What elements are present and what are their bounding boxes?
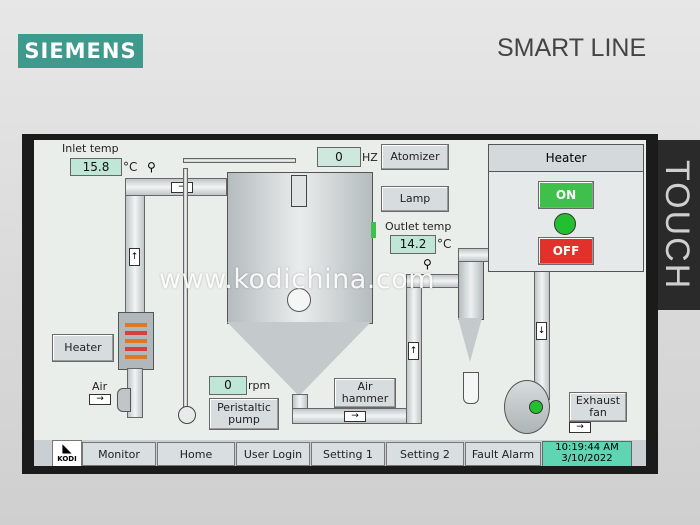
kodi-logo-text: KODI [57, 455, 77, 463]
heater-button[interactable]: Heater [52, 334, 114, 362]
side-label: TOUCH [654, 140, 700, 310]
heater-panel: Heater ON OFF [488, 144, 644, 272]
heater-off-button[interactable]: OFF [538, 237, 594, 265]
nav-fault-alarm[interactable]: Fault Alarm [465, 442, 541, 466]
inlet-temp-unit: °C [123, 160, 138, 174]
flow-arrow-right-icon: → [171, 182, 193, 193]
temperature-sensor-icon: ⚲ [423, 257, 432, 271]
atomizer-button[interactable]: Atomizer [381, 144, 449, 170]
model-name: SMART LINE [497, 34, 647, 62]
kodi-logo-icon: ◣ [62, 441, 72, 455]
outlet-temp-value: 14.2 [390, 235, 436, 254]
air-label: Air [92, 380, 108, 393]
fan-status-icon [529, 400, 543, 414]
sight-glass-icon [287, 288, 311, 312]
exhaust-arrow-icon: → [569, 422, 591, 433]
clock-time: 10:19:44 AM [555, 442, 619, 453]
lamp-button[interactable]: Lamp [381, 186, 449, 212]
atomizer-hz-value[interactable]: 0 [317, 147, 361, 167]
outlet-temp-unit: °C [437, 237, 452, 251]
pump-rpm-value[interactable]: 0 [209, 376, 247, 395]
flow-arrow-up-icon: ↑ [408, 342, 419, 360]
inlet-vertical-pipe [125, 178, 145, 315]
heater-on-button[interactable]: ON [538, 181, 594, 209]
atomizer-hz-unit: HZ [362, 151, 378, 164]
exhaust-fan-icon [504, 380, 550, 434]
collection-bottle-icon [463, 372, 479, 404]
outlet-temp-label: Outlet temp [385, 220, 452, 233]
heater-element-icon [118, 312, 154, 370]
cyclone-cone-icon [458, 318, 482, 362]
pump-rpm-unit: rpm [248, 379, 271, 392]
peristaltic-pump-icon [178, 406, 196, 424]
flow-arrow-right-icon: → [344, 411, 366, 422]
clock-date: 3/10/2022 [561, 453, 613, 464]
lamp-indicator-icon [371, 222, 376, 238]
nav-home[interactable]: Home [157, 442, 235, 466]
air-hammer-button[interactable]: Air hammer [334, 378, 396, 408]
kodi-logo: ◣ KODI [52, 440, 82, 466]
flow-arrow-up-icon: ↑ [129, 248, 140, 266]
temperature-sensor-icon: ⚲ [147, 160, 156, 174]
hmi-screen: → ↑ → ↑ ↓ Inlet temp 15.8 °C ⚲ 0 HZ Atom… [34, 140, 646, 466]
watermark: www.kodichina.com [159, 264, 436, 295]
flow-arrow-down-icon: ↓ [536, 322, 547, 340]
atomizer-head-icon [291, 175, 307, 207]
nav-monitor[interactable]: Monitor [82, 442, 156, 466]
feed-tube-top [183, 158, 296, 163]
nav-user-login[interactable]: User Login [236, 442, 310, 466]
heater-status-indicator [554, 213, 576, 235]
inlet-temp-value: 15.8 [70, 158, 122, 176]
heater-panel-title: Heater [489, 145, 643, 172]
clock-display: 10:19:44 AM 3/10/2022 [542, 441, 632, 466]
peristaltic-pump-button[interactable]: Peristaltic pump [209, 398, 279, 430]
air-inlet-arrow-icon: → [89, 394, 111, 405]
brand-logo: SIEMENS [18, 34, 143, 68]
nav-setting-1[interactable]: Setting 1 [311, 442, 385, 466]
air-inlet-icon [117, 388, 131, 412]
exhaust-fan-button[interactable]: Exhaust fan [569, 392, 627, 422]
nav-setting-2[interactable]: Setting 2 [386, 442, 464, 466]
inlet-temp-label: Inlet temp [62, 142, 119, 155]
